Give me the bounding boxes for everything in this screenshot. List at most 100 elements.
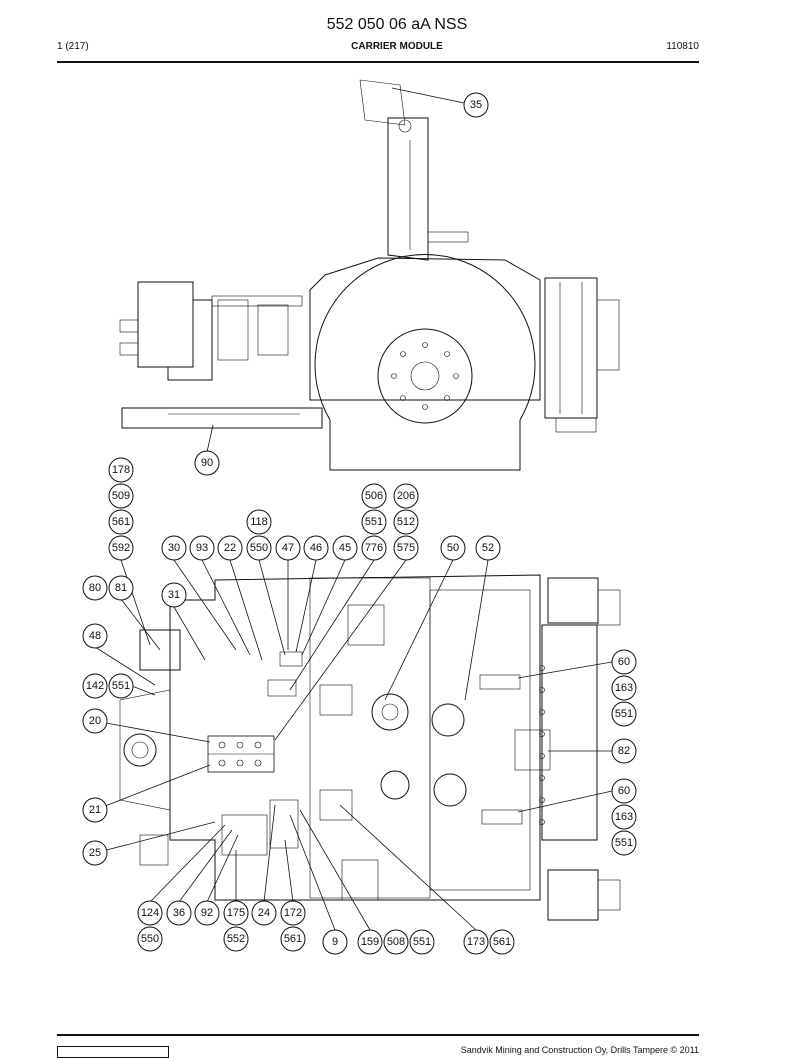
svg-text:60: 60 [618,785,630,797]
callout-bubble: 48 [82,623,108,649]
callout-bubble: 90 [194,450,220,476]
callout-bubble: 551 [611,701,637,727]
svg-text:80: 80 [89,582,101,594]
callouts: 35 90 178 509 561 592 506 206 551 512 11… [82,92,637,955]
callout-bubble: 550 [246,535,272,561]
callout-bubble: 24 [251,900,277,926]
callout-bubble: 508 [383,929,409,955]
callout-bubble: 22 [217,535,243,561]
mast [387,117,429,261]
svg-text:561: 561 [112,516,130,528]
svg-text:509: 509 [112,490,130,502]
svg-text:561: 561 [493,936,511,948]
callout-bubble: 46 [303,535,329,561]
svg-text:172: 172 [284,907,302,919]
top-view [119,574,621,921]
svg-text:48: 48 [89,630,101,642]
rear-wheel-bottom [547,869,599,921]
svg-text:31: 31 [168,589,180,601]
callout-bubble: 551 [409,929,435,955]
svg-text:508: 508 [387,936,405,948]
svg-text:552: 552 [227,933,245,945]
svg-text:506: 506 [365,490,383,502]
callout-bubble: 80 [82,575,108,601]
svg-text:550: 550 [141,933,159,945]
svg-text:30: 30 [168,542,180,554]
svg-text:45: 45 [339,542,351,554]
svg-text:551: 551 [112,680,130,692]
leader-lines [94,87,613,931]
callout-bubble: 45 [332,535,358,561]
svg-text:92: 92 [201,907,213,919]
callout-bubble: 509 [108,483,134,509]
callout-bubble: 31 [161,582,187,608]
callout-bubble: 50 [440,535,466,561]
callout-bubble: 9 [322,929,348,955]
section-title: CARRIER MODULE [351,41,443,52]
callout-bubble: 561 [108,509,134,535]
svg-text:575: 575 [397,542,415,554]
svg-text:550: 550 [250,542,268,554]
callout-bubble: 52 [475,535,501,561]
callout-bubble: 124 [137,900,163,926]
svg-text:561: 561 [284,933,302,945]
filter [217,299,249,361]
svg-text:24: 24 [258,907,270,919]
svg-text:124: 124 [141,907,159,919]
hydraulic-motor [371,693,409,731]
hydraulic-pump [380,770,410,800]
callout-bubble: 175 [223,900,249,926]
callout-bubble: 60 [611,778,637,804]
filter [257,304,289,356]
svg-text:178: 178 [112,464,130,476]
callout-bubble: 20 [82,708,108,734]
svg-text:93: 93 [196,542,208,554]
callout-bubble: 82 [611,738,637,764]
svg-text:551: 551 [413,936,431,948]
callout-bubble: 173 [463,929,489,955]
chassis-top [169,574,541,901]
callout-bubble: 163 [611,804,637,830]
svg-text:175: 175 [227,907,245,919]
callout-bubble: 36 [166,900,192,926]
svg-text:22: 22 [224,542,236,554]
callout-bubble: 142 [82,673,108,699]
callout-bubble: 592 [108,535,134,561]
page-info: 1 (217) [57,41,89,52]
svg-text:52: 52 [482,542,494,554]
svg-text:46: 46 [310,542,322,554]
svg-text:21: 21 [89,804,101,816]
radiator [544,277,598,419]
carrier-body [309,257,541,401]
svg-text:142: 142 [86,680,104,692]
rear-frame [541,624,598,841]
callout-bubble: 92 [194,900,220,926]
callout-bubble: 552 [223,926,249,952]
side-view [119,79,620,471]
callout-bubble: 93 [189,535,215,561]
svg-text:163: 163 [615,811,633,823]
svg-text:35: 35 [470,99,482,111]
svg-text:512: 512 [397,516,415,528]
callout-bubble: 60 [611,649,637,675]
callout-bubble: 512 [393,509,419,535]
callout-bubble: 561 [489,929,515,955]
wheel-rim [377,328,473,424]
rear-wheel-top [547,577,599,624]
svg-text:173: 173 [467,936,485,948]
svg-text:551: 551 [365,516,383,528]
mast-head [359,79,406,126]
callout-bubble: 163 [611,675,637,701]
svg-text:551: 551 [615,837,633,849]
callout-bubble: 159 [357,929,383,955]
date-code: 110810 [666,41,699,52]
svg-text:47: 47 [282,542,294,554]
callout-bubble: 178 [108,457,134,483]
svg-text:206: 206 [397,490,415,502]
svg-text:90: 90 [201,457,213,469]
svg-text:592: 592 [112,542,130,554]
pivot [123,733,157,767]
callout-bubble: 551 [611,830,637,856]
callout-bubble: 506 [361,483,387,509]
footer-rule [57,1034,699,1036]
